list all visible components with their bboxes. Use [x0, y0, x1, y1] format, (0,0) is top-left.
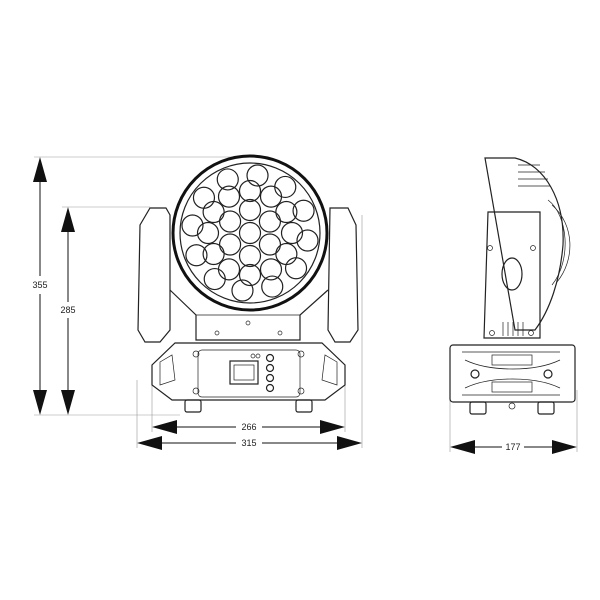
led-lens — [258, 210, 282, 233]
side-view — [449, 157, 576, 415]
led-lens — [185, 244, 208, 267]
head-lens-plate — [179, 162, 321, 304]
base — [151, 342, 346, 401]
enter-button — [265, 383, 275, 393]
led-lens — [238, 198, 262, 222]
dimension-label: 315 — [241, 438, 256, 448]
led-lens — [217, 185, 241, 208]
side-head — [484, 157, 564, 331]
led-lens — [238, 244, 262, 268]
dimension-label: 355 — [32, 280, 47, 290]
led-lens — [216, 168, 239, 191]
head-outer-ring — [171, 154, 329, 312]
yoke-arm-right — [327, 207, 359, 343]
side-base — [449, 344, 576, 403]
led-lens — [203, 267, 226, 291]
display-screen — [229, 360, 259, 385]
foot — [295, 399, 313, 413]
yoke-body — [169, 289, 329, 341]
dimension-266: 266 — [152, 420, 345, 434]
dimension-label: 266 — [241, 422, 256, 432]
front-view — [137, 154, 359, 413]
extension-lines — [34, 156, 578, 452]
dimension-315: 315 — [137, 436, 362, 450]
led-lens — [218, 210, 242, 233]
led-lens — [296, 229, 319, 252]
led-array — [181, 164, 319, 302]
foot — [184, 399, 202, 413]
led-lens — [196, 221, 220, 245]
led-lens — [238, 179, 262, 203]
led-lens — [181, 214, 204, 237]
led-lens — [284, 257, 308, 280]
led-lens — [202, 242, 225, 266]
led-lens — [261, 275, 284, 298]
dimension-285: 285 — [60, 207, 76, 415]
led-lens — [231, 279, 254, 302]
led-lens — [258, 233, 282, 256]
down-button — [265, 373, 275, 383]
dimension-label: 285 — [60, 305, 75, 315]
dimension-355: 355 — [32, 157, 48, 415]
led-lens — [259, 258, 283, 281]
led-lens — [238, 263, 262, 287]
led-lens — [280, 221, 304, 245]
yoke-arm-left — [137, 207, 171, 343]
dimension-label: 177 — [505, 442, 520, 452]
led-lens — [246, 164, 269, 187]
menu-button — [265, 353, 275, 363]
control-panel — [197, 349, 301, 398]
led-lens — [275, 200, 298, 224]
led-lens — [238, 221, 262, 245]
control-buttons — [265, 353, 275, 393]
side-yoke — [483, 211, 541, 339]
led-lens — [274, 175, 297, 199]
up-button — [265, 363, 275, 373]
dimension-177: 177 — [450, 440, 577, 454]
led-lens — [292, 199, 315, 222]
led-lens — [218, 233, 242, 256]
led-lens — [192, 186, 216, 209]
